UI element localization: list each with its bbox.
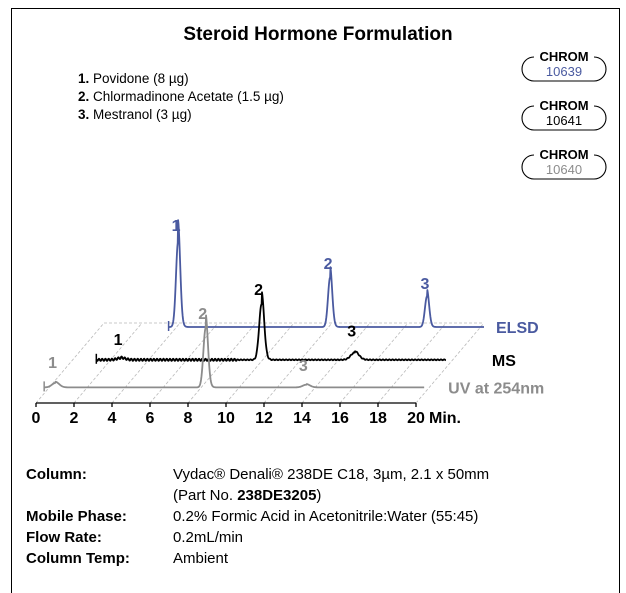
legend-item-1: 1. Povidone (8 µg) — [78, 71, 189, 86]
chart-title: Steroid Hormone Formulation — [183, 24, 452, 45]
chrom-badge-number: 10641 — [546, 113, 582, 128]
chrom-badge-title: CHROM — [539, 98, 588, 113]
grid-line-4 — [111, 322, 181, 404]
trace-elsd — [168, 219, 485, 328]
peak-label: 2 — [324, 256, 333, 273]
peak-label: 2 — [254, 282, 263, 299]
mobile-phase-value: 0.2% Formic Acid in Acetonitrile:Water (… — [173, 508, 479, 525]
grid-line-20 — [415, 322, 485, 404]
figure-frame — [11, 8, 620, 593]
x-tick-label: 16 — [331, 410, 349, 427]
detector-label: ELSD — [496, 320, 539, 337]
peak-label: 2 — [198, 306, 207, 323]
x-tick-label: 18 — [369, 410, 387, 427]
grid-line-14 — [301, 322, 371, 404]
chrom-badge-title: CHROM — [539, 147, 588, 162]
column-label: Column: — [26, 466, 87, 483]
part-number: 238DE3205 — [237, 487, 317, 504]
compound-legend: 1. Povidone (8 µg) 2. Chlormadinone Acet… — [78, 71, 284, 122]
x-tick-label: 6 — [146, 410, 155, 427]
peak-label: 3 — [421, 276, 430, 293]
x-tick-label: 2 — [70, 410, 79, 427]
column-temp-value: Ambient — [173, 550, 229, 567]
peak-label: 3 — [299, 358, 308, 375]
chromatogram-traces — [43, 219, 485, 392]
legend-item-2: 2. Chlormadinone Acetate (1.5 µg) — [78, 89, 284, 104]
perspective-grid — [35, 322, 485, 404]
legend-item-3: 3. Mestranol (3 µg) — [78, 107, 192, 122]
trace-uv-at-254nm — [43, 314, 425, 389]
column-part-row: (Part No. 238DE3205) — [26, 485, 489, 506]
x-tick-label: 0 — [32, 410, 41, 427]
grid-line-12 — [263, 322, 333, 404]
peak-label: 3 — [347, 323, 356, 340]
peak-label: 1 — [114, 332, 123, 349]
chrom-badge-number: 10640 — [546, 162, 582, 177]
chromatogram-chart: Steroid Hormone Formulation 1. Povidone … — [32, 24, 607, 427]
mobile-phase-row: Mobile Phase: 0.2% Formic Acid in Aceton… — [26, 506, 489, 527]
column-row: Column: Vydac® Denali® 238DE C18, 3µm, 2… — [26, 464, 489, 485]
flow-rate-value: 0.2mL/min — [173, 529, 244, 546]
x-tick-label: 8 — [184, 410, 193, 427]
method-conditions: Column: Vydac® Denali® 238DE C18, 3µm, 2… — [26, 464, 489, 569]
mobile-phase-label: Mobile Phase: — [26, 508, 127, 525]
column-temp-row: Column Temp: Ambient — [26, 548, 489, 569]
column-temp-label: Column Temp: — [26, 550, 130, 567]
x-axis-unit-label: Min. — [429, 410, 461, 427]
chrom-badge-title: CHROM — [539, 49, 588, 64]
trace-ms — [95, 291, 447, 362]
grid-line-8 — [187, 322, 257, 404]
detector-label: UV at 254nm — [448, 380, 544, 397]
grid-line-16 — [339, 322, 409, 404]
x-tick-label: 12 — [255, 410, 273, 427]
column-value: Vydac® Denali® 238DE C18, 3µm, 2.1 x 50m… — [173, 466, 490, 483]
peak-label: 1 — [172, 218, 181, 235]
grid-line-18 — [377, 322, 447, 404]
flow-rate-label: Flow Rate: — [26, 529, 102, 546]
x-tick-label: 10 — [217, 410, 235, 427]
grid-line-2 — [73, 322, 143, 404]
x-tick-label: 14 — [293, 410, 311, 427]
peak-label: 1 — [48, 355, 57, 372]
detector-label: MS — [492, 353, 516, 370]
column-part-value: (Part No. 238DE3205) — [173, 487, 322, 504]
grid-line-10 — [225, 322, 295, 404]
x-tick-label: 20 — [407, 410, 425, 427]
x-tick-label: 4 — [108, 410, 117, 427]
grid-line-0 — [35, 322, 105, 404]
chrom-badge-number: 10639 — [546, 64, 582, 79]
flow-rate-row: Flow Rate: 0.2mL/min — [26, 527, 489, 548]
